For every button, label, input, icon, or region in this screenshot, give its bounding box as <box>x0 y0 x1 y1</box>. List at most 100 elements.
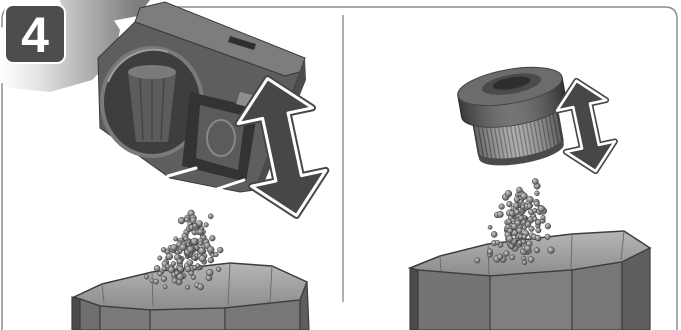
dust-particle <box>204 222 209 227</box>
dust-particle <box>180 244 187 251</box>
dust-particle <box>168 267 174 273</box>
dust-particle <box>532 178 538 184</box>
cyclone-cone-top <box>128 65 176 79</box>
bin-side-face <box>622 248 650 330</box>
dust-particle <box>521 205 525 209</box>
dust-particle <box>475 258 480 263</box>
dust-particle <box>545 234 551 240</box>
dust-particle <box>516 187 522 193</box>
dust-particle <box>511 223 517 229</box>
bin-front-face <box>572 262 622 330</box>
dust-particle <box>177 259 183 265</box>
bin-front-face <box>100 306 150 330</box>
dust-particle <box>197 284 203 290</box>
dust-particle <box>505 190 512 197</box>
dust-particle <box>517 228 523 234</box>
dust-particle <box>153 279 158 284</box>
dust-particle <box>185 285 189 289</box>
dust-particle <box>519 216 524 221</box>
dust-particle <box>163 285 167 289</box>
dust-particle <box>193 223 198 228</box>
dust-particle <box>217 247 223 253</box>
dust-particle <box>184 237 189 242</box>
dust-particle <box>208 257 214 263</box>
dust-particle <box>497 254 503 260</box>
dust-particle <box>193 265 197 269</box>
dust-particle <box>161 247 166 252</box>
dust-particle <box>528 257 534 263</box>
dust-particle <box>522 260 527 265</box>
dust-particle <box>522 256 526 260</box>
bin-front-face <box>150 308 225 330</box>
dust-particle <box>214 252 219 257</box>
dust-particle <box>488 225 492 229</box>
dust-particle <box>198 229 204 235</box>
dust-particle <box>506 201 512 207</box>
dust-particle <box>144 274 149 279</box>
dust-particle <box>198 241 203 246</box>
dust-particle <box>158 271 163 276</box>
dust-particle <box>545 223 551 229</box>
dust-particle <box>187 246 194 253</box>
dust-particle <box>487 249 493 255</box>
step-number-badge: 4 <box>4 4 66 64</box>
dust-particle <box>216 267 221 272</box>
dust-particle <box>208 214 213 219</box>
dust-particle <box>495 240 500 245</box>
dust-particle <box>171 261 176 266</box>
dust-particle <box>538 205 545 212</box>
filter-icon <box>455 60 576 172</box>
dust-particle <box>533 217 538 222</box>
dust-particle <box>536 228 541 233</box>
bin-front-face <box>418 270 490 330</box>
dust-particle <box>517 240 522 245</box>
dust-particle <box>548 247 555 254</box>
dust-particle <box>509 244 513 248</box>
dust-particle <box>527 204 532 209</box>
dust-particle <box>207 246 214 253</box>
dust-particle <box>497 211 503 217</box>
bin-side-face <box>72 297 80 330</box>
dust-particle <box>541 215 546 220</box>
right-panel <box>410 60 650 330</box>
bin-front-face <box>490 270 572 330</box>
dust-particle <box>172 278 177 283</box>
dust-particle <box>521 193 528 200</box>
dust-particle <box>206 269 213 276</box>
dust-particle <box>513 203 519 209</box>
dust-particle <box>499 204 505 210</box>
dust-particle <box>535 235 541 241</box>
dust-particle <box>191 238 198 245</box>
dust-particle <box>161 276 167 282</box>
dust-particle <box>510 255 515 260</box>
bin-side-face <box>410 268 418 330</box>
dust-particle <box>162 266 167 271</box>
dust-particle <box>491 231 497 237</box>
dust-particle <box>185 266 191 272</box>
dust-particle <box>184 217 189 222</box>
dust-particle <box>507 228 512 233</box>
dust-particle <box>192 256 196 260</box>
dust-particle <box>522 234 527 239</box>
dust-particle <box>534 248 540 254</box>
dust-particle <box>154 265 160 271</box>
dust-particle <box>524 245 531 252</box>
dust-particle <box>506 235 513 242</box>
dust-particle <box>514 209 520 215</box>
dust-particle <box>166 253 173 260</box>
dust-particle <box>529 226 535 232</box>
dust-particle <box>199 255 206 262</box>
dust-particle <box>504 251 510 257</box>
dust-particle <box>171 244 177 250</box>
step-number: 4 <box>21 10 49 60</box>
dust-particle <box>190 217 196 223</box>
dust-particle <box>198 247 205 254</box>
dust-particle <box>158 256 163 261</box>
dust-particle <box>514 197 520 203</box>
dust-particle <box>178 217 185 224</box>
dust-particle <box>210 235 216 241</box>
dust-particle <box>173 237 177 241</box>
dust-particle <box>535 191 540 196</box>
dust-particle <box>187 260 193 266</box>
